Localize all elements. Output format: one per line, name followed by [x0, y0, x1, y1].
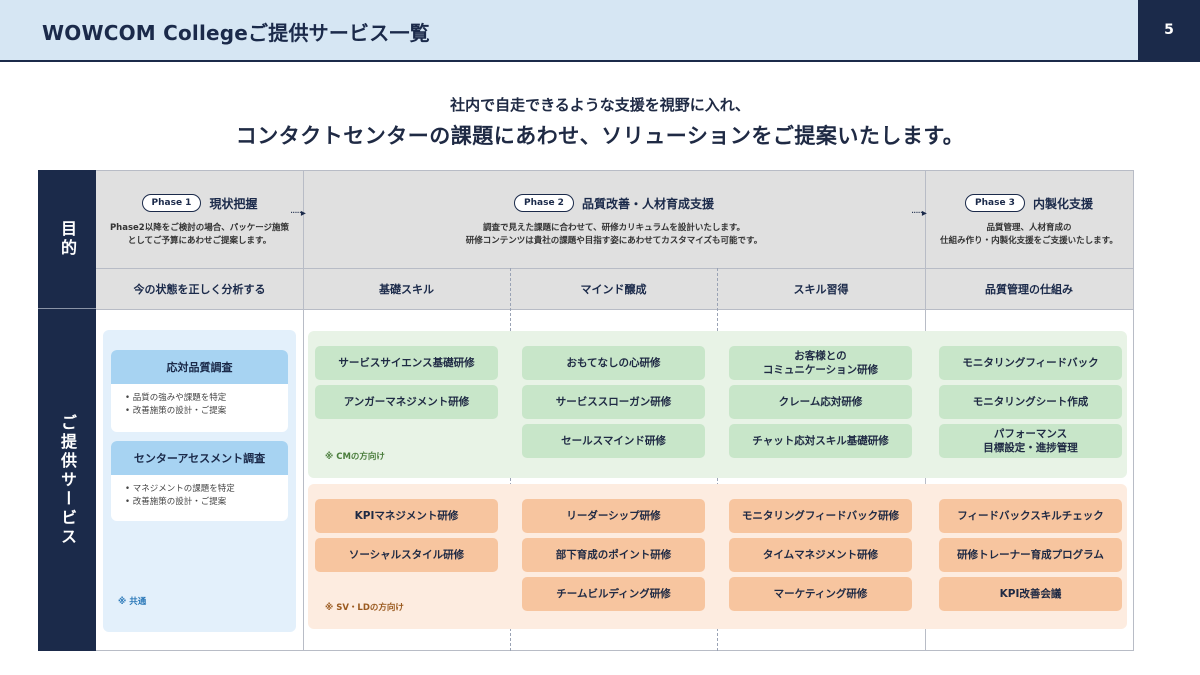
phase-title: 内製化支援: [1032, 196, 1093, 211]
divider: [1133, 170, 1134, 309]
training-pill: おもてなしの心研修: [522, 346, 705, 380]
training-pill: クレーム応対研修: [729, 385, 912, 419]
phase-3: Phase 3 内製化支援 品質管理、人材育成の 仕組み作り・内製化支援をご支援…: [925, 170, 1133, 268]
divider: [303, 170, 304, 651]
phase-badge: Phase 2: [514, 194, 574, 212]
service-row-frame: [96, 309, 1134, 651]
training-pill: マーケティング研修: [729, 577, 912, 611]
column-head: 基礎スキル: [379, 282, 434, 296]
phase-badge: Phase 3: [965, 194, 1025, 212]
bullet-item: 改善施策の設計・ご提案: [125, 496, 278, 509]
phase-2: Phase 2 品質改善・人材育成支援 調査で見えた課題に合わせて、研修カリキュ…: [303, 170, 925, 268]
training-pill: アンガーマネジメント研修: [315, 385, 498, 419]
training-pill: 部下育成のポイント研修: [522, 538, 705, 572]
purpose-row-background: [96, 170, 1134, 309]
note-common: ※ 共通: [118, 597, 147, 607]
slide-header: WOWCOM Collegeご提供サービス一覧 5: [0, 0, 1200, 62]
phase-description: Phase2以降をご検討の場合、パッケージ施策 としてご予算にあわせご提案します…: [109, 223, 290, 246]
slide-title: WOWCOM Collegeご提供サービス一覧: [42, 21, 430, 45]
dotted-arrow-icon: ·····▸: [290, 208, 306, 219]
phase-description: 品質管理、人材育成の 仕組み作り・内製化支援をご支援いたします。: [940, 223, 1118, 246]
survey-card-title: 応対品質調査: [111, 350, 288, 384]
divider: [96, 268, 1134, 269]
phase-title: 品質改善・人材育成支援: [581, 196, 714, 211]
bullet-item: マネジメントの課題を特定: [125, 483, 278, 496]
training-pill: モニタリングシート作成: [939, 385, 1122, 419]
training-pill: パフォーマンス 目標設定・進捗管理: [939, 424, 1122, 458]
training-pill: KPI改善会議: [939, 577, 1122, 611]
training-pill: サービススローガン研修: [522, 385, 705, 419]
side-label-purpose: 目的: [38, 170, 96, 309]
training-pill: モニタリングフィードバック研修: [729, 499, 912, 533]
training-pill: KPIマネジメント研修: [315, 499, 498, 533]
side-label-service: ご提供サービス: [38, 309, 96, 651]
phase-description: 調査で見えた課題に合わせて、研修カリキュラムを設計いたします。 研修コンテンツは…: [465, 223, 763, 246]
training-pill: タイムマネジメント研修: [729, 538, 912, 572]
phase-1: Phase 1 現状把握 Phase2以降をご検討の場合、パッケージ施策 として…: [96, 170, 303, 268]
phase-title: 現状把握: [209, 196, 258, 211]
note-cm: ※ CMの方向け: [325, 452, 385, 462]
training-pill: セールスマインド研修: [522, 424, 705, 458]
bullet-item: 品質の強みや課題を特定: [125, 392, 278, 405]
training-pill: フィードバックスキルチェック: [939, 499, 1122, 533]
column-head: 今の状態を正しく分析する: [133, 282, 266, 296]
survey-card: センターアセスメント調査 マネジメントの課題を特定 改善施策の設計・ご提案: [111, 441, 288, 521]
training-pill: ソーシャルスタイル研修: [315, 538, 498, 572]
training-pill: お客様との コミュニケーション研修: [729, 346, 912, 380]
training-pill: チームビルディング研修: [522, 577, 705, 611]
survey-card: 応対品質調査 品質の強みや課題を特定 改善施策の設計・ご提案: [111, 350, 288, 432]
note-sv-ld: ※ SV・LDの方向け: [325, 603, 404, 613]
training-pill: サービスサイエンス基礎研修: [315, 346, 498, 380]
lead-line-2: コンタクトセンターの課題にあわせ、ソリューションをご提案いたします。: [235, 124, 965, 148]
training-pill: 研修トレーナー育成プログラム: [939, 538, 1122, 572]
survey-card-title: センターアセスメント調査: [111, 441, 288, 475]
divider: [96, 309, 1134, 310]
phase-badge: Phase 1: [141, 194, 202, 212]
training-pill: モニタリングフィードバック: [939, 346, 1122, 380]
column-head: マインド醸成: [580, 282, 647, 296]
column-head: スキル習得: [793, 282, 849, 296]
training-pill: リーダーシップ研修: [522, 499, 705, 533]
page-number: 5: [1138, 0, 1200, 60]
training-pill: チャット応対スキル基礎研修: [729, 424, 912, 458]
column-head: 品質管理の仕組み: [985, 282, 1073, 296]
dotted-arrow-icon: ·····▸: [911, 208, 927, 219]
lead-line-1: 社内で自走できるような支援を視野に入れ、: [450, 96, 750, 114]
bullet-item: 改善施策の設計・ご提案: [125, 405, 278, 418]
